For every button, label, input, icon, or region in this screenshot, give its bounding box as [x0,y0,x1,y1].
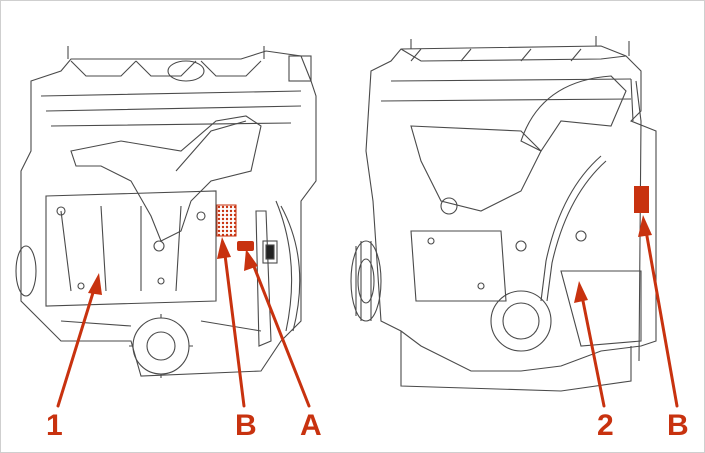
arrowhead-right-b [638,215,652,237]
arrowhead-a [244,249,258,271]
left-location-b-marker [216,204,237,237]
label-a: A [300,409,322,442]
label-2: 2 [597,409,614,442]
label-left-b: B [235,409,257,442]
left-location-a-marker [237,241,254,251]
arrow-1 [56,281,98,408]
right-location-b-marker [634,186,649,213]
label-1: 1 [46,409,63,442]
arrowhead-left-b [217,237,231,259]
arrow-2 [579,289,606,408]
arrow-left-b [222,245,246,408]
left-engine-drawing [15,46,317,378]
callouts [56,186,679,408]
arrow-a [249,257,311,408]
arrowhead-1 [88,273,102,295]
arrowhead-2 [574,281,588,303]
right-engine-drawing [350,36,657,392]
label-right-b: B [667,409,689,442]
arrow-right-b [643,223,679,408]
